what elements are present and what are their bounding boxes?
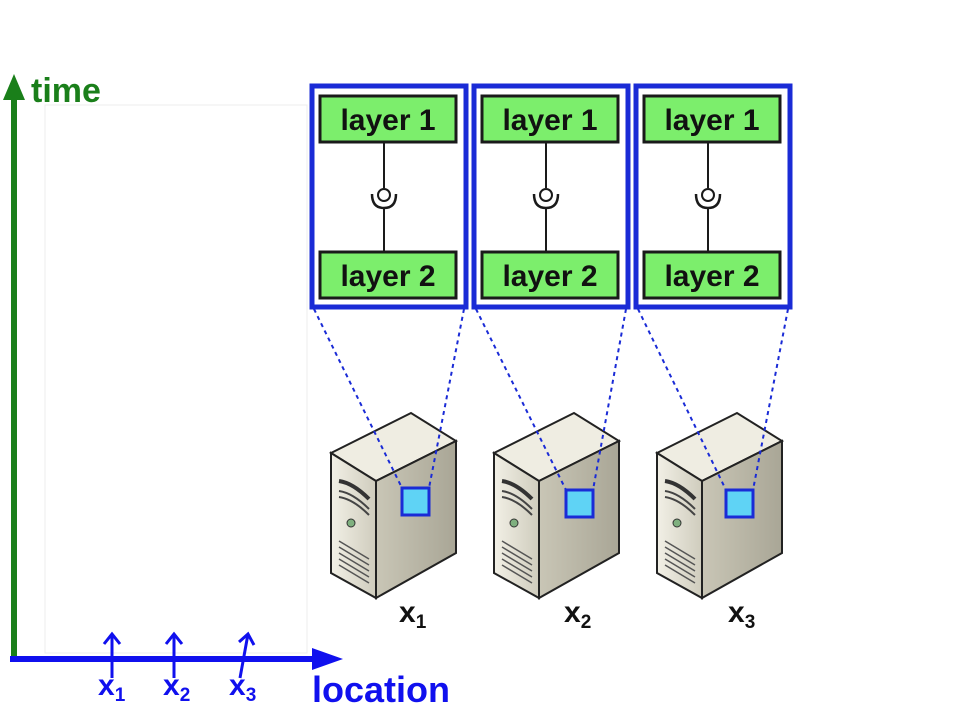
chip-icon [564, 488, 595, 519]
stack-frame [633, 83, 793, 310]
protocol-stack-1: layer 1 layer 2 [309, 83, 469, 310]
layer-1-box [318, 94, 458, 144]
chip-icon [724, 488, 755, 519]
layer-1-label: layer 1 [502, 104, 597, 137]
plot-area [44, 104, 308, 654]
machine-label: x2 [564, 596, 591, 633]
socket-icon [539, 188, 553, 202]
machine-label: x1 [399, 596, 427, 633]
layer-1-box [642, 94, 782, 144]
layer-2-label: layer 2 [340, 260, 435, 293]
time-axis [3, 74, 25, 660]
location-tick-arrows [102, 631, 256, 679]
layer-2-box [318, 250, 458, 300]
layer-1-label: layer 1 [664, 104, 759, 137]
location-tick-label: x3 [229, 669, 256, 706]
time-axis-label: time [31, 72, 101, 110]
machine-label: x3 [728, 596, 755, 633]
stack-frame [309, 83, 469, 310]
layer-2-label: layer 2 [502, 260, 597, 293]
socket-icon [377, 188, 391, 202]
chip-icon [400, 486, 431, 517]
protocol-stack-2: layer 1 layer 2 [471, 83, 631, 310]
layer-2-box [642, 250, 782, 300]
layer-1-box [480, 94, 620, 144]
server-3 [655, 411, 784, 600]
stack-frame [471, 83, 631, 310]
location-axis [10, 648, 343, 670]
server-1 [329, 411, 458, 600]
layer-2-label: layer 2 [664, 260, 759, 293]
server-2 [492, 411, 621, 600]
location-axis-label: location [312, 669, 450, 710]
zoom-lines [313, 308, 789, 491]
socket-icon [701, 188, 715, 202]
layer-1-label: layer 1 [340, 104, 435, 137]
protocol-stack-3: layer 1 layer 2 [633, 83, 793, 310]
location-tick-label: x2 [163, 669, 190, 706]
location-tick-label: x1 [98, 669, 126, 706]
layer-2-box [480, 250, 620, 300]
